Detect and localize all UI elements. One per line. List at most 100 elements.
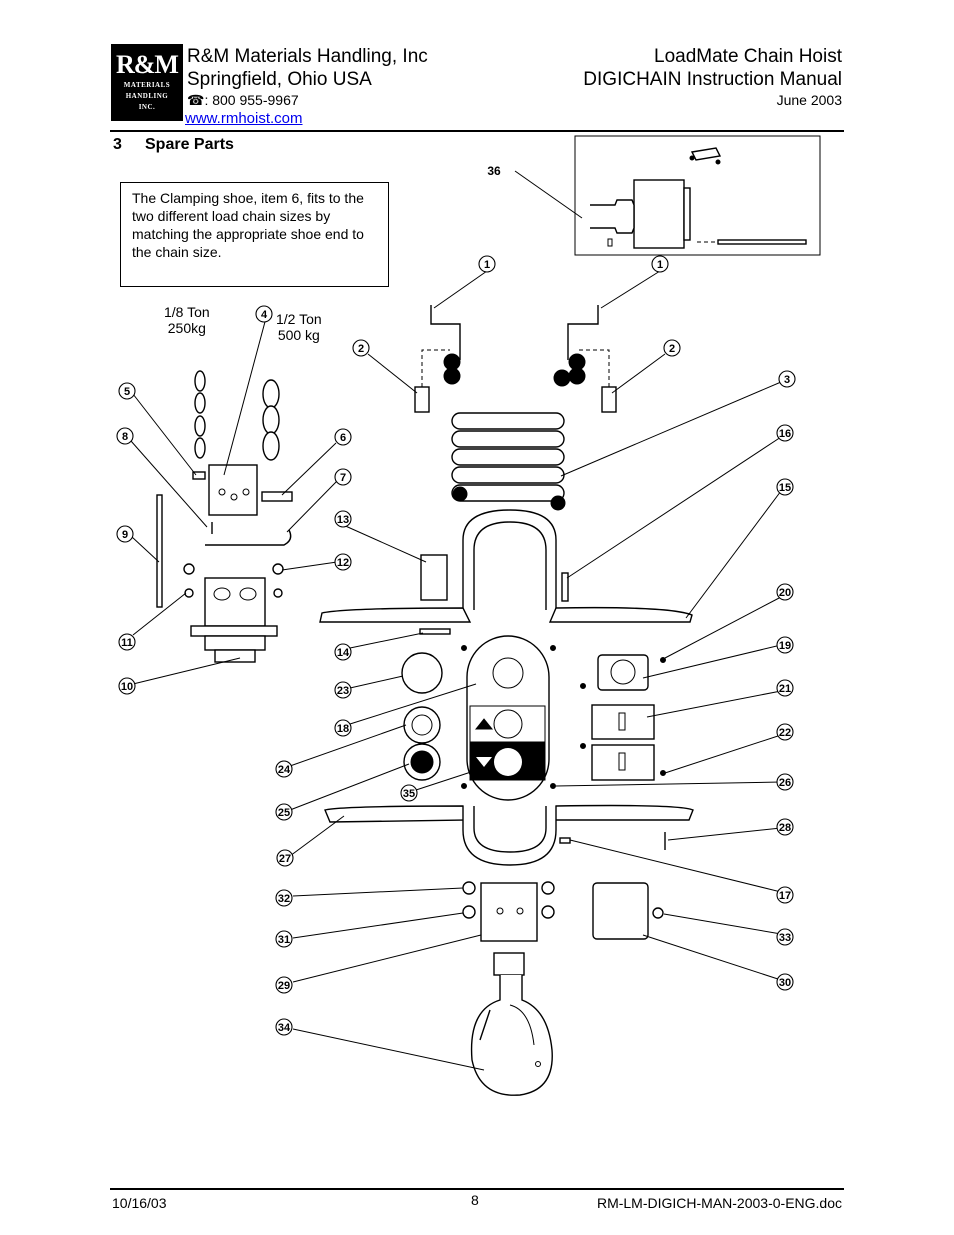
chain-large-tons: 1/2 Ton [276, 311, 322, 327]
svg-text:6: 6 [340, 432, 346, 444]
callout-14: 14 [334, 643, 352, 661]
load-chain-large [262, 379, 280, 461]
svg-text:22: 22 [779, 727, 791, 739]
callout-17: 17 [776, 886, 794, 904]
svg-text:21: 21 [779, 683, 791, 695]
part-24-control-panel [466, 635, 550, 801]
logo-line2: HANDLING [125, 92, 169, 100]
svg-text:2: 2 [358, 343, 364, 355]
section-title: Spare Parts [145, 136, 234, 153]
callout-7: 7 [334, 468, 352, 486]
svg-text:35: 35 [403, 788, 415, 800]
callout-35: 35 [400, 784, 418, 802]
callout-8: 8 [116, 427, 134, 445]
part-22-cover [591, 744, 655, 781]
svg-text:4: 4 [261, 309, 268, 321]
callout-11: 11 [118, 633, 136, 651]
phone-number: : 800 955-9967 [204, 92, 299, 108]
callout-25: 25 [275, 803, 293, 821]
callout-36: 36 [487, 164, 501, 178]
chain-size-small: 1/8 Ton 250kg [164, 304, 210, 336]
svg-text:5: 5 [124, 386, 130, 398]
callout-19: 19 [776, 636, 794, 654]
callout-1b: 1 [651, 255, 669, 273]
svg-text:30: 30 [779, 977, 791, 989]
website-link[interactable]: www.rmhoist.com [185, 110, 303, 127]
chain-small-tons: 1/8 Ton [164, 304, 210, 320]
callout-18: 18 [334, 719, 352, 737]
callout-2b: 2 [663, 339, 681, 357]
svg-text:13: 13 [337, 514, 349, 526]
callout-13: 13 [334, 510, 352, 528]
part-30-bracket [592, 882, 649, 940]
callout-5: 5 [118, 382, 136, 400]
chain-large-kg: 500 kg [277, 327, 320, 343]
callout-32: 32 [275, 889, 293, 907]
svg-text:31: 31 [278, 934, 290, 946]
svg-text:15: 15 [779, 482, 791, 494]
part-19-socket [597, 654, 649, 691]
callout-10: 10 [118, 677, 136, 695]
svg-text:19: 19 [779, 640, 791, 652]
item-36-inset [574, 135, 821, 256]
callout-28: 28 [776, 818, 794, 836]
callout-30: 30 [776, 973, 794, 991]
callout-2a: 2 [352, 339, 370, 357]
part-21-cover [591, 704, 655, 740]
manual-date: June 2003 [776, 92, 842, 108]
svg-text:1: 1 [484, 259, 490, 271]
company-phone: ☎: 800 955-9967 [187, 92, 299, 109]
footer-date: 10/16/03 [112, 1195, 167, 1211]
leader-lines [130, 170, 782, 1071]
svg-text:33: 33 [779, 932, 791, 944]
part-5 [192, 471, 206, 480]
housing-upper [319, 509, 693, 623]
callout-21: 21 [776, 679, 794, 697]
svg-text:3: 3 [784, 374, 790, 386]
callout-3: 3 [778, 370, 796, 388]
part-18-ring [403, 706, 441, 744]
part-4-chain-plate [208, 464, 258, 516]
svg-text:11: 11 [121, 637, 133, 649]
part-34-load-hook [470, 952, 553, 1096]
part-3-chain-coil [451, 412, 566, 511]
clamping-shoe-note: The Clamping shoe, item 6, fits to the t… [120, 182, 389, 287]
callout-12: 12 [334, 553, 352, 571]
svg-text:25: 25 [278, 807, 290, 819]
svg-text:2: 2 [669, 343, 675, 355]
svg-text:23: 23 [337, 685, 349, 697]
svg-text:26: 26 [779, 777, 791, 789]
part-10-motor-block [190, 577, 278, 663]
product-name: LoadMate Chain Hoist [654, 46, 842, 67]
svg-text:14: 14 [337, 647, 350, 659]
part-13-cable-gland [420, 554, 448, 601]
svg-text:12: 12 [337, 557, 349, 569]
part-23-ring [401, 652, 443, 694]
load-chain-small [194, 370, 206, 459]
company-logo: R&M MATERIALS HANDLING INC. [111, 44, 183, 121]
callout-22: 22 [776, 723, 794, 741]
logo-line3: INC. [138, 103, 156, 111]
svg-text:16: 16 [779, 428, 791, 440]
part-1-bracket-left [430, 305, 461, 360]
callout-31: 31 [275, 930, 293, 948]
svg-text:29: 29 [278, 980, 290, 992]
part-9-cable-tie [156, 494, 163, 608]
phone-icon: ☎ [187, 92, 205, 108]
manual-title: DIGICHAIN Instruction Manual [583, 69, 842, 90]
callout-20: 20 [776, 583, 794, 601]
callout-29: 29 [275, 976, 293, 994]
callout-6: 6 [334, 428, 352, 446]
callout-1a: 1 [478, 255, 496, 273]
svg-text:27: 27 [279, 853, 291, 865]
svg-text:1: 1 [657, 259, 663, 271]
callout-27: 27 [276, 849, 294, 867]
part-17 [559, 837, 571, 844]
part-29-hook-block [480, 882, 538, 942]
housing-lower [324, 804, 694, 866]
svg-text:34: 34 [278, 1022, 291, 1034]
callout-16: 16 [776, 424, 794, 442]
chain-size-large: 1/2 Ton 500 kg [276, 311, 322, 343]
